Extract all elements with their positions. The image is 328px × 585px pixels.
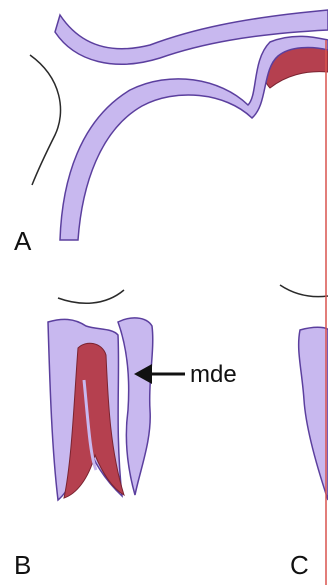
panel-c-epithelial-edge bbox=[299, 327, 328, 500]
panel-b: mde B bbox=[14, 290, 237, 580]
panel-c-top-arc bbox=[280, 285, 328, 297]
panel-a-letter: A bbox=[14, 226, 32, 256]
panel-b-mde-label: mde bbox=[190, 361, 237, 388]
panel-b-letter: B bbox=[14, 550, 31, 580]
panel-a: A bbox=[14, 10, 328, 256]
panel-c-letter: C bbox=[290, 550, 309, 580]
panel-c: C bbox=[280, 285, 328, 580]
panel-b-top-arc bbox=[58, 290, 124, 303]
panel-a-contour-line bbox=[30, 55, 61, 185]
panel-b-mde-strand bbox=[118, 318, 153, 495]
